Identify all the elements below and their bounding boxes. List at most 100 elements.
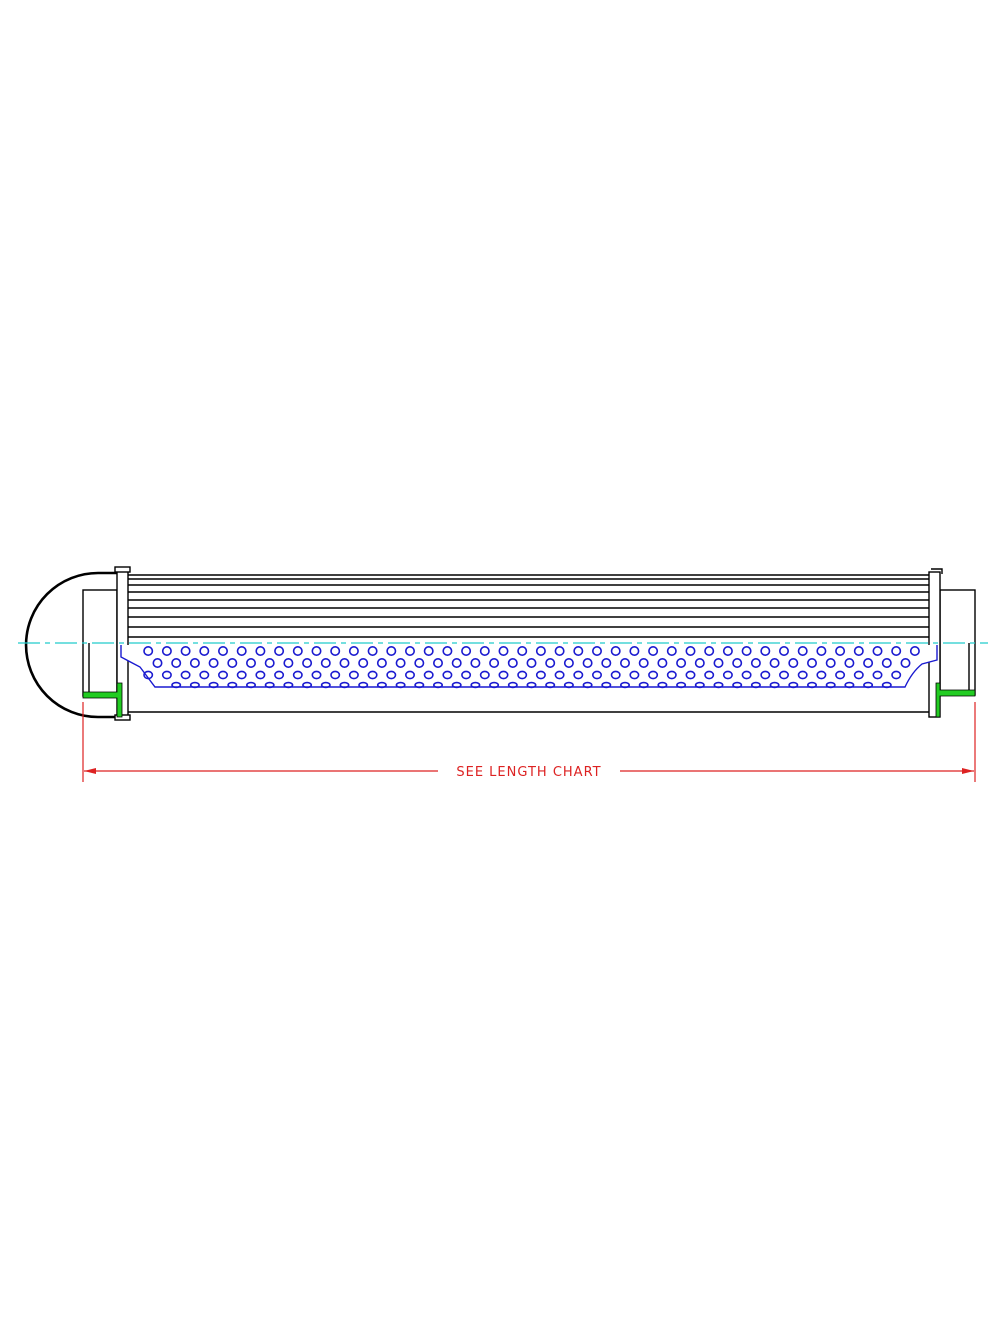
- perforation-hole: [274, 670, 285, 680]
- perforation-hole: [358, 657, 369, 668]
- left-dome-handle: [24, 571, 120, 719]
- perforation-hole: [872, 645, 883, 656]
- perforation-hole: [479, 670, 490, 680]
- perforation-hole: [498, 670, 509, 680]
- perforation-hole: [844, 681, 855, 689]
- perforation-hole: [470, 681, 481, 689]
- perforation-hole: [348, 645, 359, 656]
- perforation-hole: [189, 681, 200, 689]
- perforation-hole: [274, 645, 285, 656]
- perforation-hole: [806, 681, 817, 689]
- perforation-hole: [152, 657, 163, 668]
- perforation-hole: [320, 681, 331, 689]
- perforation-hole: [713, 657, 724, 668]
- perforation-hole: [545, 657, 556, 668]
- perforation-hole: [180, 645, 191, 656]
- perforation-hole: [442, 645, 453, 656]
- perforation-hole: [255, 670, 266, 680]
- perforation-hole: [704, 645, 715, 656]
- perforation-hole: [722, 670, 733, 680]
- perforation-hole: [713, 681, 724, 689]
- perforation-hole: [283, 681, 294, 689]
- perforation-hole: [601, 657, 612, 668]
- perforation-hole: [788, 681, 799, 689]
- perforation-hole: [535, 670, 546, 680]
- perforation-hole: [629, 670, 640, 680]
- perforation-hole: [666, 645, 677, 656]
- perforation-hole: [676, 681, 687, 689]
- perforation-hole: [442, 670, 453, 680]
- right-seal: [935, 682, 976, 718]
- perforation-hole: [610, 645, 621, 656]
- perforation-hole: [872, 670, 883, 680]
- perforation-hole: [376, 681, 387, 689]
- perforation-hole: [143, 670, 154, 680]
- perforation-hole: [648, 645, 659, 656]
- perforation-hole: [404, 670, 415, 680]
- perforation-hole: [302, 657, 313, 668]
- perforation-hole: [189, 657, 200, 668]
- perforation-hole: [414, 657, 425, 668]
- perforation-hole: [386, 645, 397, 656]
- perforation-hole: [666, 670, 677, 680]
- perforation-hole: [835, 645, 846, 656]
- perforation-hole: [816, 645, 827, 656]
- perforation-hole: [648, 670, 659, 680]
- perforation-hole: [769, 657, 780, 668]
- perforation-hole: [526, 657, 537, 668]
- perforation-hole: [255, 645, 266, 656]
- perforation-hole: [619, 681, 630, 689]
- perforation-hole: [685, 670, 696, 680]
- perforation-hole: [507, 681, 518, 689]
- perforation-hole: [891, 670, 902, 680]
- perforation-hole: [863, 681, 874, 689]
- dimension-label: SEE LENGTH CHART: [456, 765, 601, 780]
- perforation-hole: [423, 645, 434, 656]
- perforation-hole: [161, 645, 172, 656]
- perforation-hole: [461, 670, 472, 680]
- perforation-hole: [835, 670, 846, 680]
- perforation-holes: [143, 645, 920, 689]
- perforation-hole: [741, 645, 752, 656]
- perforation-hole: [545, 681, 556, 689]
- perforation-hole: [769, 681, 780, 689]
- perforation-hole: [311, 670, 322, 680]
- perforation-hole: [601, 681, 612, 689]
- perforation-hole: [554, 645, 565, 656]
- perforation-hole: [760, 645, 771, 656]
- perforation-hole: [432, 657, 443, 668]
- perforation-hole: [236, 670, 247, 680]
- perforation-hole: [246, 681, 257, 689]
- perforation-hole: [367, 670, 378, 680]
- perforation-hole: [722, 645, 733, 656]
- perforation-hole: [517, 670, 528, 680]
- perforation-hole: [489, 681, 500, 689]
- perforation-hole: [638, 681, 649, 689]
- perforation-hole: [489, 657, 500, 668]
- perforation-hole: [517, 645, 528, 656]
- perforation-hole: [470, 657, 481, 668]
- perforation-hole: [199, 645, 210, 656]
- perforation-hole: [909, 645, 920, 656]
- pleated-media: [128, 574, 930, 638]
- perforation-hole: [676, 657, 687, 668]
- perforation-hole: [311, 645, 322, 656]
- perforation-hole: [395, 681, 406, 689]
- perforation-hole: [367, 645, 378, 656]
- perforation-hole: [657, 657, 668, 668]
- perforation-hole: [227, 681, 238, 689]
- perforation-hole: [414, 681, 425, 689]
- perforation-hole: [535, 645, 546, 656]
- perforation-hole: [161, 670, 172, 680]
- perforation-hole: [283, 657, 294, 668]
- perforation-hole: [479, 645, 490, 656]
- perforation-hole: [507, 657, 518, 668]
- perforation-hole: [236, 645, 247, 656]
- perforation-hole: [788, 657, 799, 668]
- perforation-hole: [573, 645, 584, 656]
- perforation-hole: [778, 670, 789, 680]
- perforation-hole: [264, 681, 275, 689]
- perforation-hole: [863, 657, 874, 668]
- perforation-hole: [227, 657, 238, 668]
